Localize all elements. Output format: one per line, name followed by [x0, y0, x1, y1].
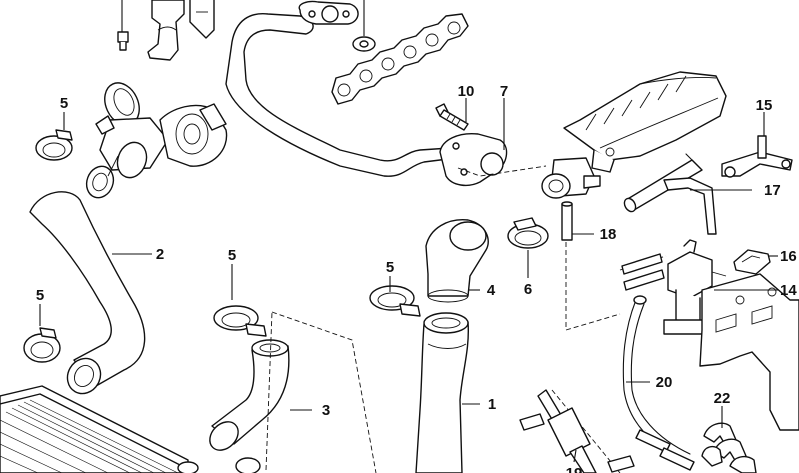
callout-22: 22 [714, 390, 731, 407]
washer [352, 36, 376, 52]
pipe-18 [561, 201, 573, 241]
callout-3: 3 [322, 402, 330, 419]
egr-valve [541, 157, 601, 199]
pressure-sensor [721, 135, 793, 178]
leader-dashed [565, 202, 621, 331]
callout-7: 7 [500, 83, 508, 100]
hose-4 [425, 219, 489, 303]
vacuum-lines [621, 253, 665, 291]
callout-1: 1 [488, 396, 496, 413]
solenoid-valve [663, 239, 727, 335]
callout-5-center-left: 5 [228, 247, 236, 264]
callout-17: 17 [764, 182, 781, 199]
egr-pipe [225, 0, 508, 187]
leader-dashed [271, 311, 377, 473]
hose-clamp [23, 327, 61, 363]
hose-17 [623, 153, 717, 235]
callout-18: 18 [600, 226, 617, 243]
turbocharger [85, 82, 228, 199]
callout-16: 16 [780, 248, 797, 265]
intake-manifold [563, 71, 727, 173]
callout-10: 10 [458, 83, 475, 100]
hose-clamp [369, 285, 421, 317]
callout-5-center: 5 [386, 259, 394, 276]
callout-20: 20 [656, 374, 673, 391]
hose-3 [209, 339, 290, 473]
hose-clamp [213, 305, 267, 337]
leader-lines [39, 0, 778, 463]
bolt [435, 103, 469, 131]
manifold-gaskets [331, 13, 469, 105]
hose-clamp [507, 217, 549, 249]
leader-dashed [265, 311, 273, 471]
bracket-plate [699, 273, 799, 431]
small-fitting [635, 429, 695, 471]
callout-6: 6 [524, 281, 532, 298]
intercooler [0, 385, 199, 473]
callout-14: 14 [780, 282, 797, 299]
callout-15: 15 [756, 97, 773, 114]
callout-19: 19 [566, 465, 583, 473]
filter [519, 389, 635, 473]
callout-2: 2 [156, 246, 164, 263]
callout-5-left: 5 [36, 287, 44, 304]
hose-1 [415, 312, 470, 473]
leader-dashed [457, 165, 547, 177]
top-bracket-assembly [117, 0, 215, 61]
clip [733, 249, 771, 275]
leader-dashed [551, 389, 621, 473]
hose-clamp [35, 129, 73, 161]
hose-clips [701, 422, 757, 473]
hose-2 [29, 191, 146, 395]
callout-4: 4 [487, 282, 496, 299]
callout-5-upper-left: 5 [60, 95, 68, 112]
